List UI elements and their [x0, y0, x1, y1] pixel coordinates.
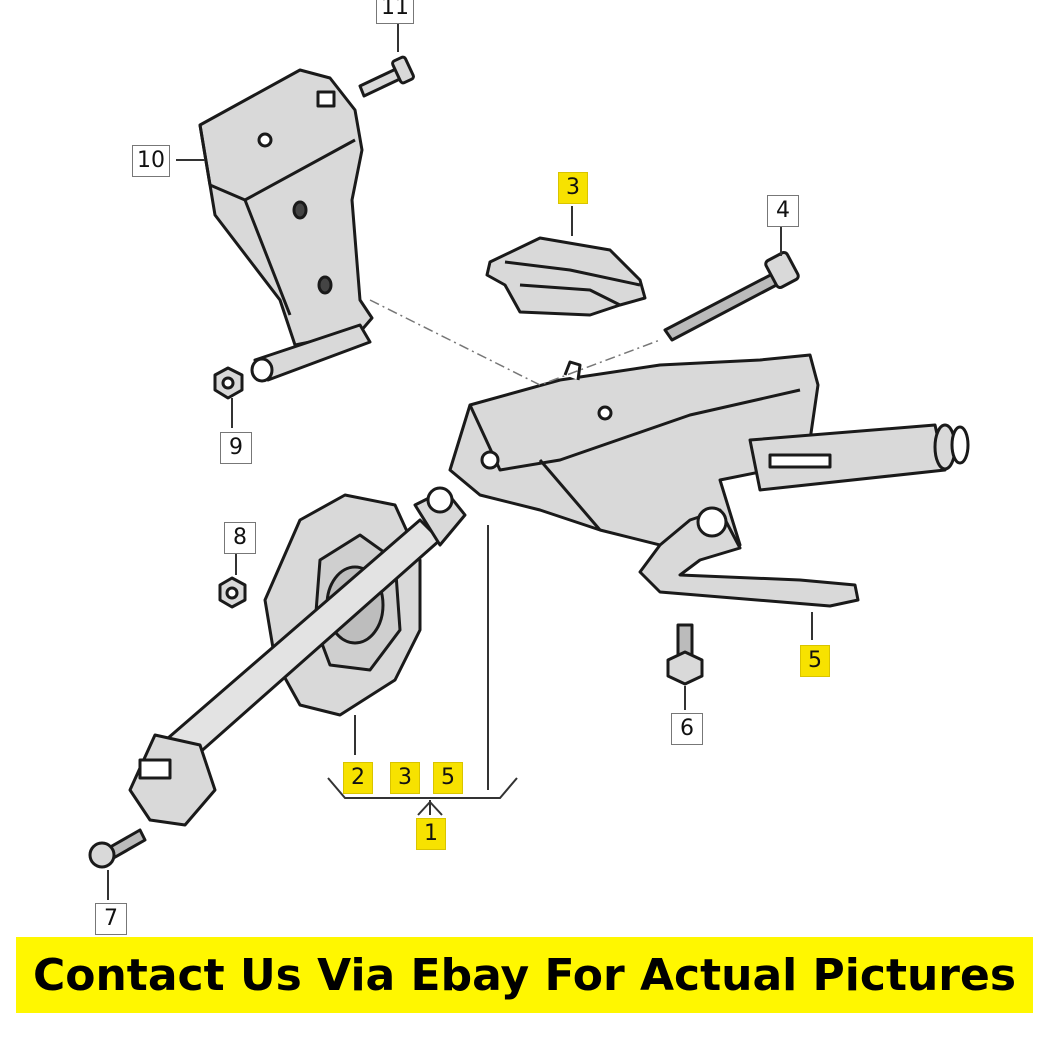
- bolt-part-4: [663, 251, 800, 342]
- callout-9: 9: [220, 432, 252, 464]
- nut-part-9: [213, 366, 244, 400]
- bolt-part-7: [88, 828, 147, 869]
- bolt-part-6: [666, 623, 704, 686]
- callout-5-bottom: 5: [433, 762, 463, 794]
- nut-part-8: [218, 576, 247, 609]
- parts-diagram: [88, 22, 970, 900]
- screw-part-11: [358, 55, 415, 98]
- column-shaft: [748, 423, 970, 492]
- callout-8: 8: [224, 522, 256, 554]
- callout-6: 6: [671, 713, 703, 745]
- banner-text: Contact Us Via Ebay For Actual Pictures: [32, 949, 1017, 1001]
- intermediate-shaft: [128, 486, 467, 827]
- steering-column-housing: [448, 353, 820, 557]
- callout-3-bottom: 3: [390, 762, 420, 794]
- callout-11: 11: [376, 0, 414, 24]
- callout-7: 7: [95, 903, 127, 935]
- module-part-3: [485, 236, 647, 317]
- contact-banner: Contact Us Via Ebay For Actual Pictures: [16, 937, 1033, 1013]
- callout-10: 10: [132, 145, 170, 177]
- lever-part-5: [638, 506, 860, 608]
- callout-3-top: 3: [558, 172, 588, 204]
- bracket-part-10: [198, 68, 374, 383]
- callout-2: 2: [343, 762, 373, 794]
- callout-5-right: 5: [800, 645, 830, 677]
- callout-4: 4: [767, 195, 799, 227]
- callout-1: 1: [416, 818, 446, 850]
